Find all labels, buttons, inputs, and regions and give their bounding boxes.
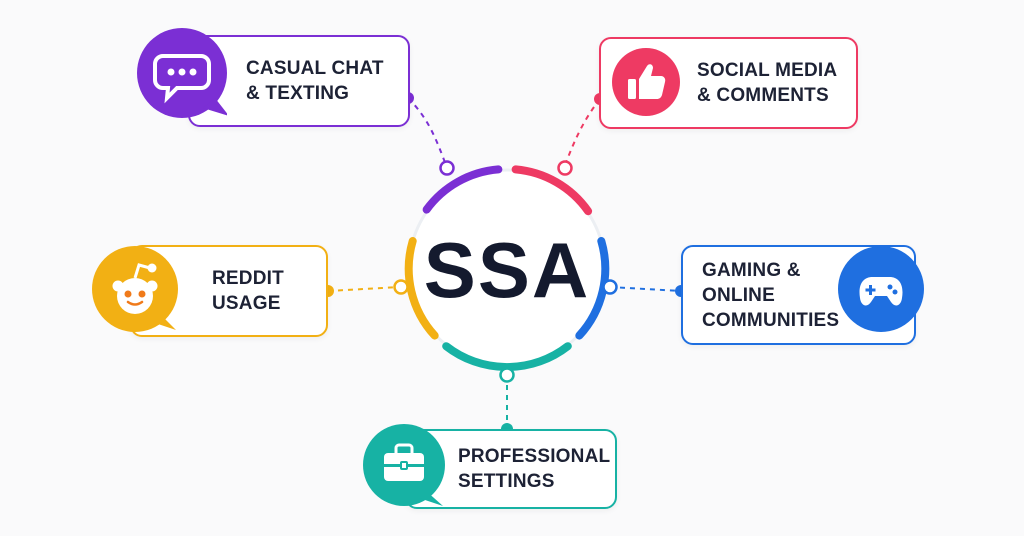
hub-arc-social <box>511 165 593 216</box>
node-casual-line-1: CASUAL CHAT <box>246 58 384 79</box>
hub-arc-gaming <box>575 237 610 340</box>
gamepad-icon <box>838 246 924 332</box>
node-gaming-line-3: COMMUNITIES <box>702 309 840 331</box>
briefcase-icon <box>363 424 445 506</box>
hub-arc-professional <box>442 342 572 372</box>
connector-gaming <box>609 285 687 297</box>
node-casual-line-2: & TEXTING <box>246 83 350 104</box>
connector-professional <box>501 375 513 435</box>
reddit-icon <box>92 246 178 332</box>
node-reddit-label: REDDIT USAGE <box>212 245 322 337</box>
node-reddit-line-1: REDDIT <box>212 268 284 289</box>
chat-bubble-icon <box>137 28 227 118</box>
node-gaming-line-2: ONLINE <box>702 284 775 306</box>
hub <box>393 160 618 383</box>
thumbs-up-icon <box>612 48 680 116</box>
node-professional-label: PROFESSIONAL SETTINGS <box>458 429 612 509</box>
node-reddit-line-2: USAGE <box>212 293 281 314</box>
node-professional-line-2: SETTINGS <box>458 471 555 492</box>
node-social-line-1: SOCIAL MEDIA <box>697 60 838 81</box>
node-casual-label: CASUAL CHAT & TEXTING <box>246 35 406 127</box>
hub-arc-casual <box>422 165 503 214</box>
node-gaming-label: GAMING & ONLINE COMMUNITIES <box>702 245 852 345</box>
node-social-label: SOCIAL MEDIA & COMMENTS <box>697 37 855 129</box>
node-gaming-line-1: GAMING & <box>702 259 801 281</box>
connector-reddit <box>322 285 401 297</box>
node-professional-line-1: PROFESSIONAL <box>458 446 611 467</box>
hub-title: SSA <box>423 225 591 314</box>
node-social-line-2: & COMMENTS <box>697 85 829 106</box>
hub-arc-reddit <box>404 237 439 340</box>
